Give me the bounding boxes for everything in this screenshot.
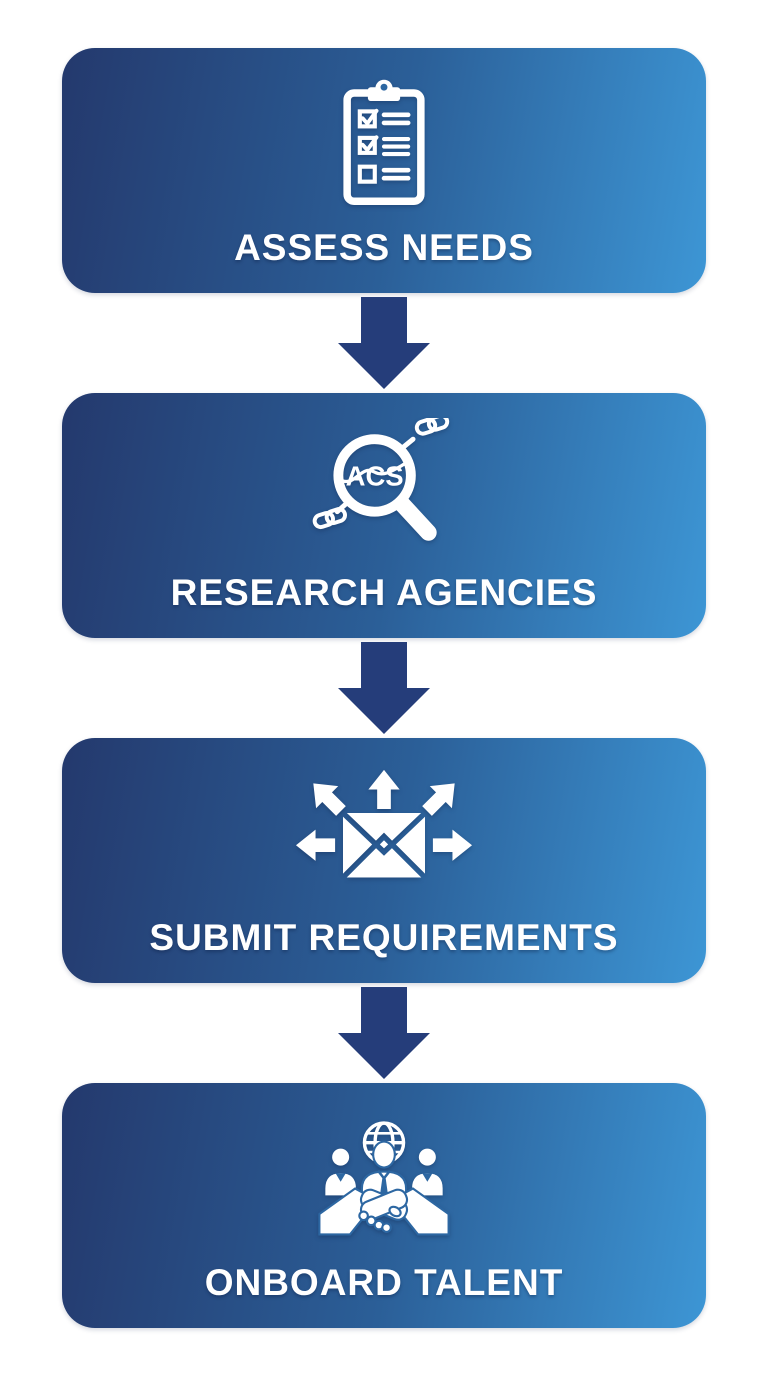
team-handshake-icon bbox=[318, 1121, 450, 1236]
down-arrow-icon bbox=[338, 987, 430, 1079]
step-label-submit-requirements: SUBMIT REQUIREMENTS bbox=[149, 917, 619, 958]
envelope-send-icon bbox=[295, 769, 473, 878]
down-arrow-icon bbox=[338, 642, 430, 734]
magnifier-links-icon: ACS bbox=[312, 418, 449, 541]
step-label-onboard-talent: ONBOARD TALENT bbox=[204, 1262, 564, 1303]
flow-connector bbox=[338, 293, 430, 393]
envelope-body bbox=[342, 812, 426, 878]
step-icon-wrap bbox=[316, 1083, 452, 1264]
down-arrow-icon bbox=[338, 297, 430, 389]
magnifier-lens bbox=[332, 434, 416, 517]
handshake-icon bbox=[318, 1187, 450, 1236]
magnifier-handle bbox=[393, 495, 437, 541]
step-icon-wrap bbox=[332, 48, 436, 229]
step-icon-wrap bbox=[286, 738, 482, 919]
magnifier-lens-text: ACS bbox=[345, 460, 403, 491]
step-card-submit-requirements: SUBMIT REQUIREMENTS bbox=[62, 738, 706, 983]
flow-connector bbox=[338, 983, 430, 1083]
clipboard-checklist-icon bbox=[343, 79, 425, 205]
step-card-research-agencies: ACS RESEARCH AGENCIES bbox=[62, 393, 706, 638]
flow-connector bbox=[338, 638, 430, 738]
step-card-assess-needs: ASSESS NEEDS bbox=[62, 48, 706, 293]
step-label-assess-needs: ASSESS NEEDS bbox=[234, 227, 534, 268]
chain-link-icon bbox=[414, 418, 449, 436]
chain-link-icon bbox=[312, 507, 347, 530]
team-member-left bbox=[325, 1148, 356, 1196]
team-member-right bbox=[412, 1148, 443, 1196]
acs-swoosh bbox=[340, 460, 409, 484]
step-icon-wrap: ACS bbox=[312, 393, 457, 574]
step-label-research-agencies: RESEARCH AGENCIES bbox=[170, 572, 598, 613]
step-card-onboard-talent: ONBOARD TALENT bbox=[62, 1083, 706, 1328]
